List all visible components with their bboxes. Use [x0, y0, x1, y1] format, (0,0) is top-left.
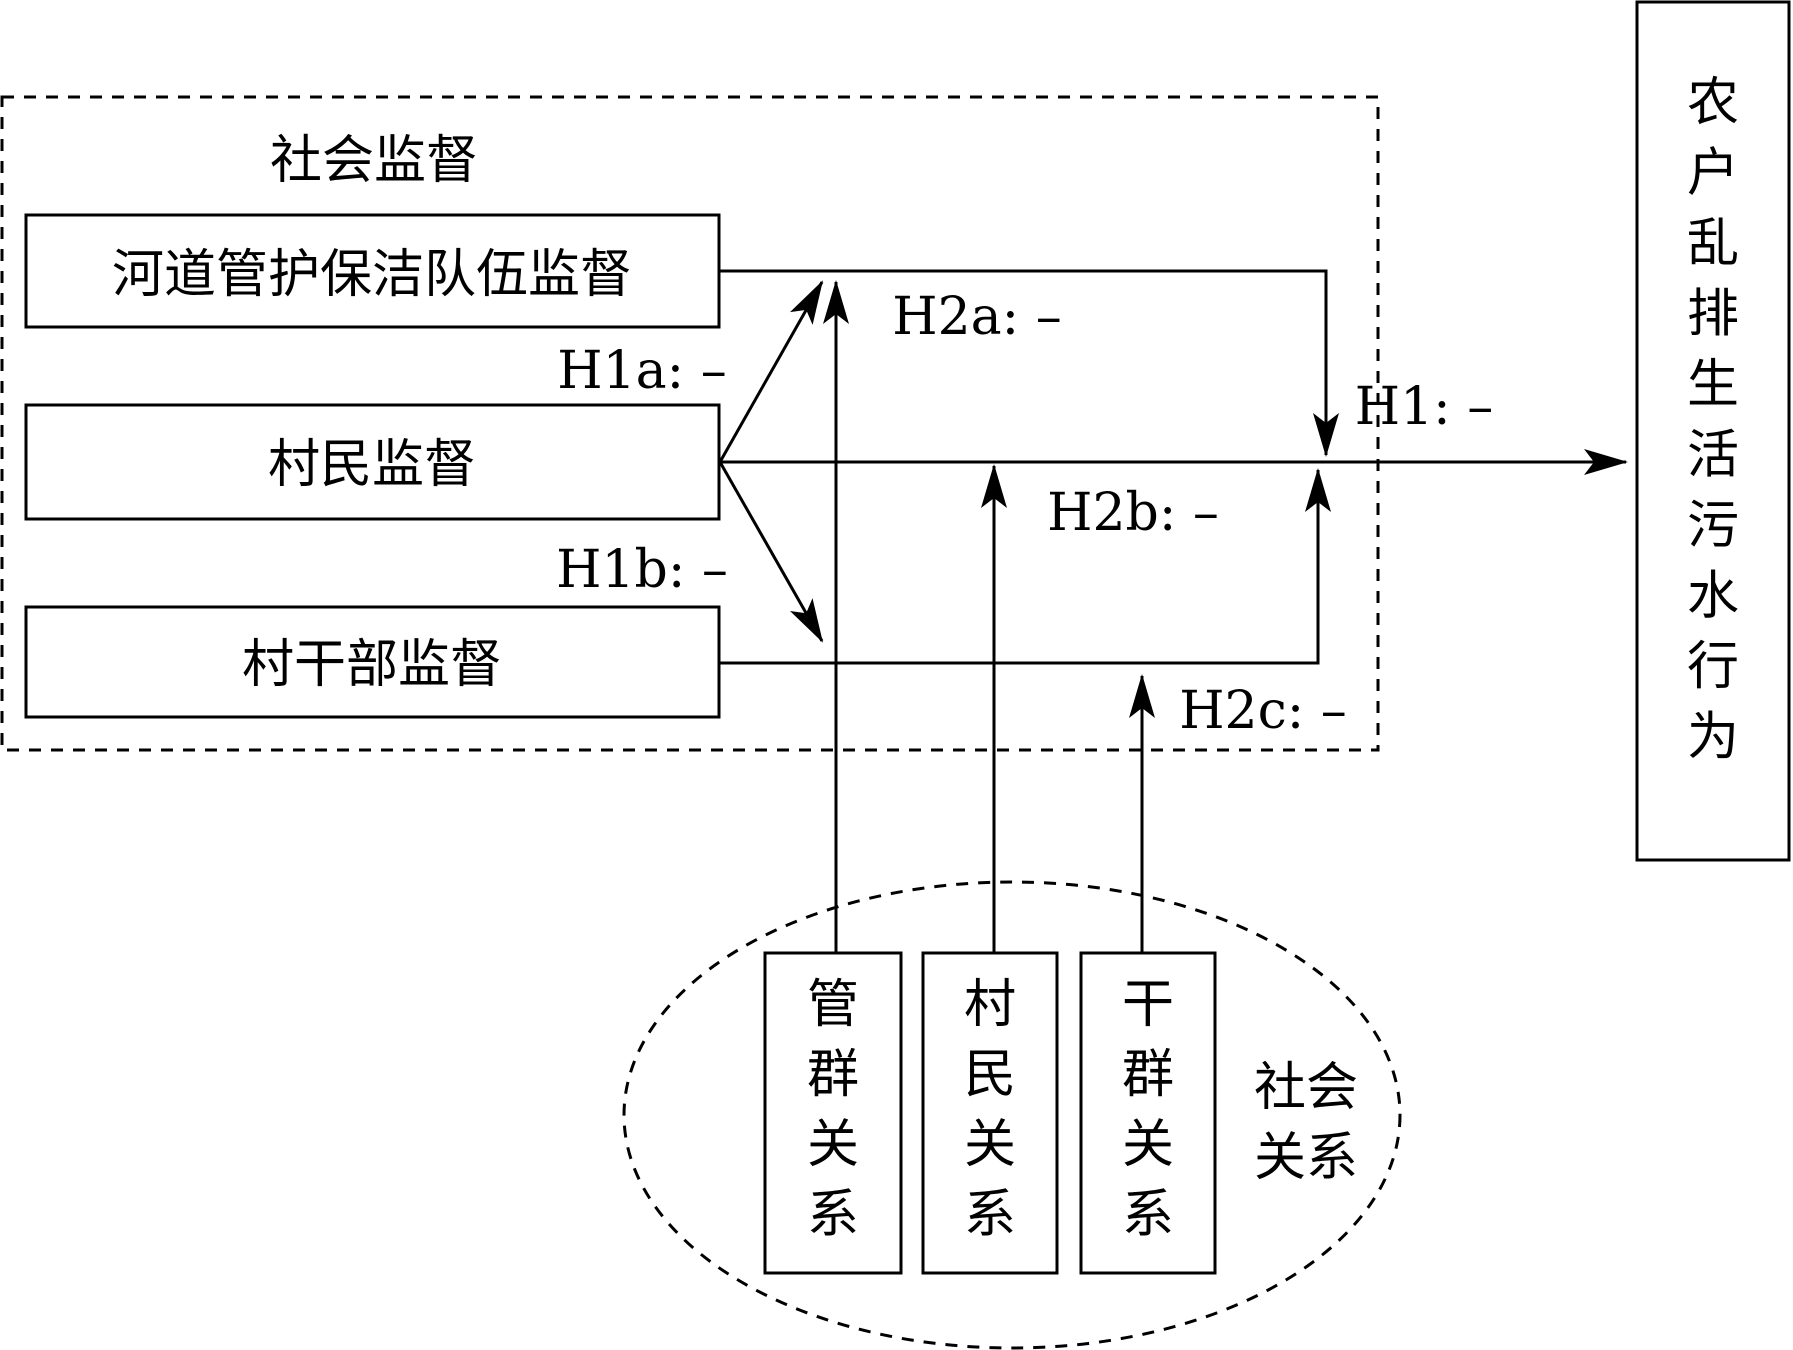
h2a-label: H2a: – — [892, 287, 1061, 347]
villager-relations-char: 系 — [964, 1185, 1016, 1245]
outcome-char: 为 — [1687, 708, 1739, 768]
villager-supervision-box — [24, 403, 721, 521]
river-patrol-supervision-label: 河道管护保洁队伍监督 — [112, 245, 632, 305]
villager-relations-char: 关 — [964, 1115, 1016, 1175]
outcome-box — [1635, 0, 1791, 862]
cadre-supervision-label: 村干部监督 — [242, 635, 502, 695]
management-relations-char: 群 — [807, 1045, 859, 1105]
h1a-arrow — [718, 280, 824, 463]
social-relations-title-char: 关系 — [1254, 1128, 1358, 1188]
management-relations-char: 系 — [807, 1185, 859, 1245]
outcome-char: 活 — [1687, 426, 1739, 486]
h1-label: H1: – — [1355, 377, 1493, 437]
cadre-relations-char: 群 — [1122, 1045, 1174, 1105]
outcome-char: 水 — [1687, 567, 1739, 627]
villager-relations-char: 民 — [964, 1045, 1016, 1105]
h1a-label: H1a: – — [557, 341, 726, 401]
villager-relations-char: 村 — [964, 975, 1016, 1035]
outcome-char: 农 — [1687, 73, 1739, 133]
outcome-char: 乱 — [1687, 214, 1739, 274]
social-supervision-title: 社会监督 — [270, 131, 478, 191]
cadre-relations-char: 干 — [1122, 975, 1174, 1035]
river-patrol-path-arrow — [719, 269, 1339, 457]
social-relations-group — [622, 880, 1402, 1350]
management-relations-char: 管 — [807, 975, 859, 1035]
outcome-char: 生 — [1687, 355, 1739, 415]
cadre-path-arrow — [719, 468, 1331, 665]
villager-relations-box — [921, 951, 1059, 1275]
cadre-relations-box — [1079, 951, 1217, 1275]
outcome-char: 户 — [1687, 144, 1739, 204]
management-relations-char: 关 — [807, 1115, 859, 1175]
outcome-char: 排 — [1687, 285, 1739, 345]
h2b-label: H2b: – — [1047, 483, 1219, 543]
management-relations-box — [763, 951, 903, 1275]
h2c-label: H2c: – — [1179, 681, 1347, 741]
villager-supervision-label: 村民监督 — [268, 435, 476, 495]
h1b-arrow — [718, 461, 824, 643]
outcome-char: 行 — [1687, 637, 1739, 697]
outcome-char: 污 — [1687, 496, 1739, 556]
cadre-relations-char: 系 — [1122, 1185, 1174, 1245]
social-supervision-group — [0, 95, 1380, 752]
social-relations-title-char: 社会 — [1254, 1058, 1358, 1118]
h1b-label: H1b: – — [556, 540, 728, 600]
cadre-relations-char: 关 — [1122, 1115, 1174, 1175]
cadre-supervision-box — [24, 605, 721, 719]
